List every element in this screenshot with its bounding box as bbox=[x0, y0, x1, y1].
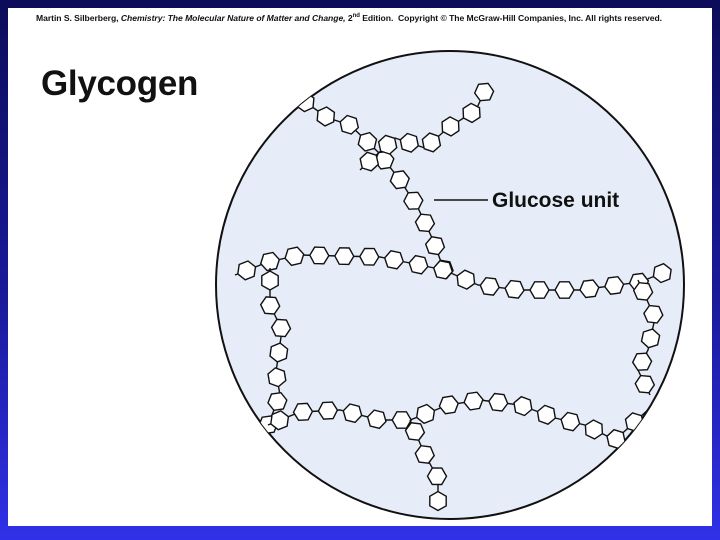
glucose-ring bbox=[339, 114, 360, 135]
glucose-ring bbox=[342, 403, 363, 424]
glucose-ring bbox=[429, 490, 447, 512]
glucose-ring bbox=[317, 401, 339, 420]
glucose-ring bbox=[640, 328, 661, 349]
credit-edition-number: 2 bbox=[347, 13, 353, 23]
credit-book-title: Chemistry: The Molecular Nature of Matte… bbox=[120, 13, 346, 23]
glucose-ring bbox=[359, 151, 380, 172]
glucose-ring bbox=[432, 260, 454, 280]
glucose-ring bbox=[479, 276, 500, 296]
credit-edition-suffix: nd bbox=[352, 13, 360, 20]
glucose-ring bbox=[415, 403, 436, 425]
glucose-ring bbox=[237, 260, 257, 281]
glucose-ring bbox=[488, 392, 509, 412]
glucose-ring bbox=[269, 342, 289, 363]
glucose-ring bbox=[632, 281, 654, 301]
glucose-ring bbox=[333, 247, 355, 266]
glucose-ring bbox=[292, 402, 314, 422]
glucose-ring bbox=[579, 279, 600, 299]
glucose-ring bbox=[404, 422, 426, 441]
glucose-ring bbox=[473, 82, 495, 102]
glucose-ring bbox=[399, 132, 420, 153]
glucose-ring bbox=[441, 116, 460, 137]
glucose-ring bbox=[631, 352, 653, 371]
glucose-ring bbox=[261, 270, 279, 291]
credit-author: Martin S. Silberberg, bbox=[36, 13, 119, 23]
copyright-credit: Martin S. Silberberg, Chemistry: The Mol… bbox=[36, 13, 662, 23]
glucose-ring bbox=[504, 279, 525, 299]
glucose-ring bbox=[424, 236, 446, 256]
credit-edition-word: Edition. bbox=[362, 13, 394, 23]
glucose-ring bbox=[259, 251, 281, 272]
glucose-unit-label: Glucose unit bbox=[492, 189, 620, 212]
glucose-ring bbox=[643, 304, 664, 324]
glucose-ring bbox=[536, 404, 557, 425]
glucose-ring bbox=[634, 374, 656, 394]
glucose-ring bbox=[284, 246, 305, 267]
glucose-ring bbox=[403, 191, 424, 210]
glucose-ring bbox=[267, 391, 288, 412]
glucose-ring bbox=[462, 102, 481, 124]
glucose-ring bbox=[267, 367, 287, 388]
glucose-ring bbox=[426, 467, 448, 486]
glucose-ring bbox=[357, 131, 378, 152]
glucose-ring bbox=[603, 275, 625, 295]
slide-title: Glycogen bbox=[41, 64, 199, 103]
glucose-ring bbox=[366, 409, 387, 430]
glucose-ring bbox=[389, 170, 410, 190]
glucose-ring bbox=[414, 444, 436, 464]
glucose-ring bbox=[513, 395, 533, 417]
glucose-ring bbox=[652, 262, 672, 284]
glucose-ring bbox=[463, 391, 484, 411]
glucose-ring bbox=[259, 296, 281, 315]
glucose-ring bbox=[560, 411, 581, 432]
glucose-ring bbox=[529, 281, 550, 299]
glucose-ring bbox=[414, 213, 436, 233]
glucose-ring bbox=[438, 395, 459, 415]
glucose-ring bbox=[270, 410, 290, 431]
credit-copyright: Copyright © The McGraw-Hill Companies, I… bbox=[397, 13, 663, 23]
glucose-ring bbox=[554, 281, 575, 299]
glucose-ring bbox=[383, 250, 405, 270]
glucose-ring bbox=[456, 269, 476, 290]
glucose-ring bbox=[408, 254, 429, 275]
glucose-ring bbox=[308, 246, 330, 265]
glucose-ring bbox=[377, 134, 398, 155]
glucose-ring bbox=[316, 106, 336, 127]
glucose-ring bbox=[421, 132, 442, 153]
slide: Martin S. Silberberg, Chemistry: The Mol… bbox=[8, 8, 712, 526]
glycogen-diagram bbox=[215, 50, 685, 520]
glucose-ring bbox=[584, 419, 604, 440]
glucose-ring bbox=[358, 247, 380, 266]
glucose-ring bbox=[270, 318, 292, 338]
